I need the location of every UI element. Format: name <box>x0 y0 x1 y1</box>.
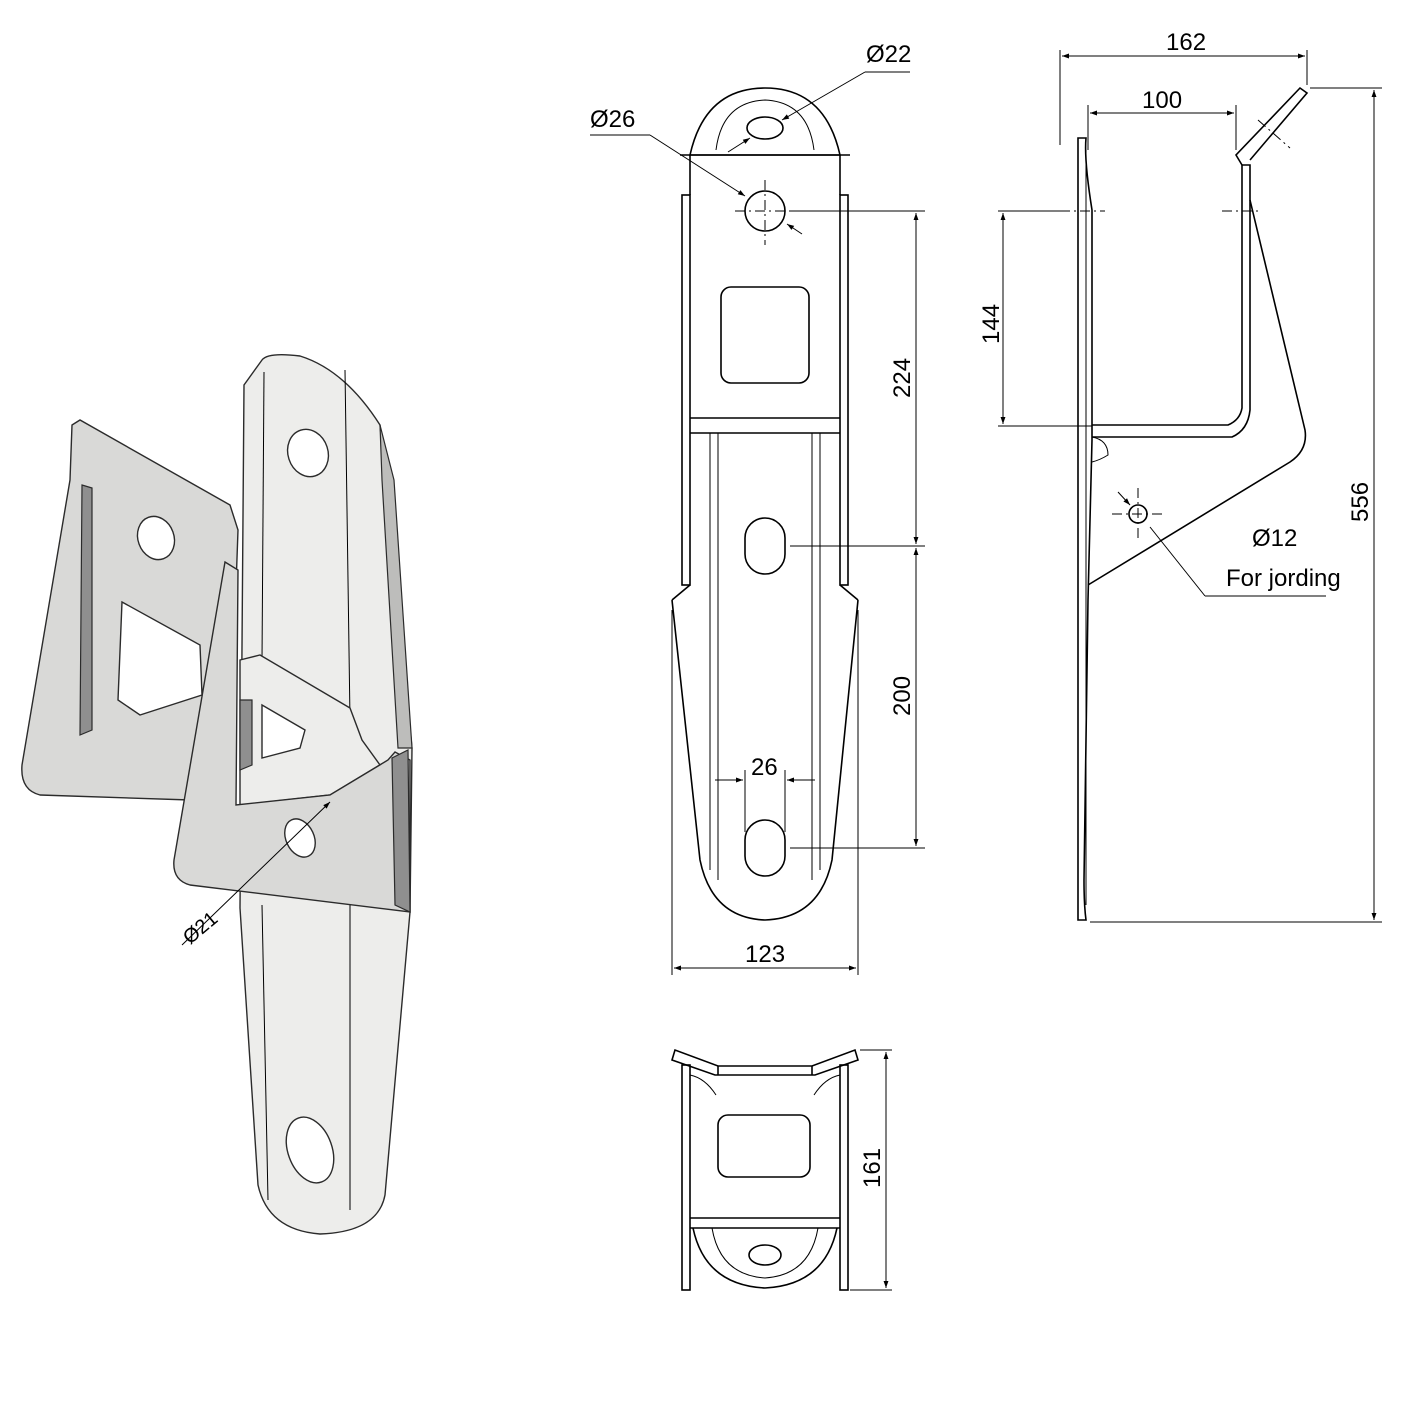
front-mount-hole-label: Ø26 <box>590 106 635 133</box>
iso-hole-label: Ø21 <box>179 908 222 949</box>
front-dim-224: 224 <box>889 358 916 398</box>
top-dim-161: 161 <box>859 1148 886 1188</box>
front-dim-26: 26 <box>751 754 778 781</box>
iso-rear-wing-flange <box>79 484 93 736</box>
side-dim-162: 162 <box>1166 29 1206 56</box>
front-upper-hole-label: Ø22 <box>866 41 911 68</box>
isometric-view: Ø21 <box>21 353 413 1235</box>
side-dim-144: 144 <box>978 304 1005 344</box>
side-dim-556: 556 <box>1347 482 1374 522</box>
front-dim-123: 123 <box>745 941 785 968</box>
front-view: Ø22 Ø26 224 200 26 123 <box>590 41 925 975</box>
front-dim-200: 200 <box>889 676 916 716</box>
side-ground-hole-note: For jording <box>1226 565 1341 592</box>
iso-back-plate-edge <box>379 424 413 749</box>
side-dim-100: 100 <box>1142 87 1182 114</box>
iso-platform-window <box>261 703 306 759</box>
iso-rear-window <box>117 600 203 716</box>
iso-bottom-slot <box>285 1116 335 1184</box>
iso-top-hole <box>286 428 330 478</box>
side-view: 162 100 144 556 Ø12 For jording <box>978 29 1382 923</box>
side-ground-hole-label: Ø12 <box>1252 525 1297 552</box>
top-view: 161 <box>671 1048 892 1291</box>
iso-front-wing <box>173 560 411 913</box>
